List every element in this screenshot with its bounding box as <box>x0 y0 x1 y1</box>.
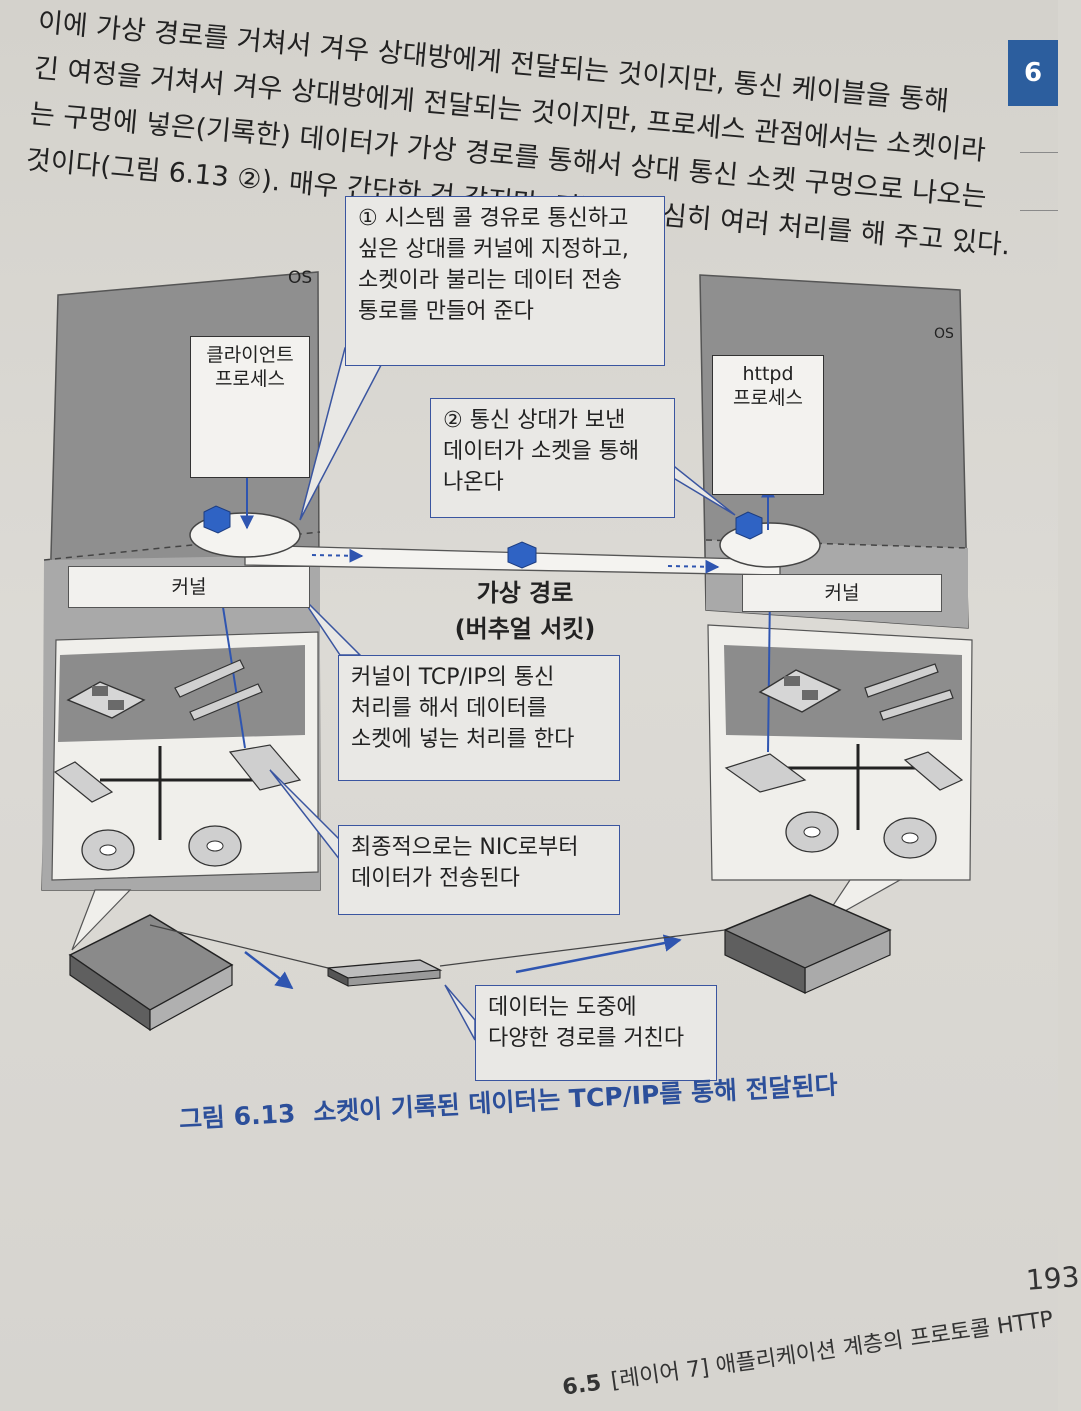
callout-line: ② 통신 상대가 보낸 <box>443 408 626 433</box>
footer-section: 6.5 <box>560 1370 603 1401</box>
tab-divider <box>1020 210 1058 211</box>
server-process-box: httpd 프로세스 <box>712 355 824 495</box>
cable <box>439 929 726 967</box>
callout-line: 데이터가 소켓을 통해 <box>443 439 640 464</box>
client-process-box: 클라이언트 프로세스 <box>190 336 310 478</box>
os-label: OS <box>288 268 313 288</box>
callout-line: 커널이 TCP/IP의 통신 <box>351 665 555 690</box>
os-label: OS <box>934 326 954 342</box>
callout-line: 나온다 <box>443 470 504 495</box>
flow-arrow <box>515 934 682 974</box>
callout-line: 최종적으로는 NIC로부터 <box>351 835 579 860</box>
callout-line: 처리를 해서 데이터를 <box>351 696 548 721</box>
callout-line: 데이터는 도중에 <box>488 995 637 1020</box>
right-socket <box>719 522 821 568</box>
virtual-path-label: 가상 경로 (버추얼 서킷) <box>430 575 620 647</box>
callout-pointer <box>444 984 476 1041</box>
callout-kernel-tcpip: 커널이 TCP/IP의 통신 처리를 해서 데이터를 소켓에 넣는 처리를 한다 <box>338 655 620 781</box>
client-process-label: 프로세스 <box>215 368 285 390</box>
callout-line: 통로를 만들어 준다 <box>358 299 534 324</box>
client-process-label: 클라이언트 <box>206 344 294 366</box>
right-hardware <box>724 663 964 859</box>
tab-divider <box>1020 152 1058 153</box>
callout-line: 데이터가 전송된다 <box>351 866 520 891</box>
callout-line: 소켓에 넣는 처리를 한다 <box>351 727 575 752</box>
callout-route: 데이터는 도중에 다양한 경로를 거친다 <box>475 985 717 1081</box>
network-switch-icon <box>325 959 443 987</box>
left-kernel-label: 커널 <box>68 566 310 608</box>
virtual-path-title: 가상 경로 <box>476 579 574 607</box>
callout-nic: 최종적으로는 NIC로부터 데이터가 전송된다 <box>338 825 620 915</box>
figure-number: 그림 6.13 <box>178 1098 297 1134</box>
callout-line: 다양한 경로를 거친다 <box>488 1026 685 1051</box>
flow-arrow <box>244 951 294 990</box>
callout-line: 싶은 상대를 커널에 지정하고, <box>358 237 629 262</box>
right-kernel-label: 커널 <box>742 574 942 612</box>
callout-line: ① 시스템 콜 경유로 통신하고 <box>358 206 629 231</box>
virtual-path-subtitle: (버추얼 서킷) <box>454 615 596 643</box>
page-number: 193 <box>1024 1260 1081 1297</box>
cable <box>149 924 329 969</box>
callout-system-call: ① 시스템 콜 경유로 통신하고 싶은 상대를 커널에 지정하고, 소켓이라 불… <box>345 196 665 366</box>
server-process-label: httpd <box>742 363 794 385</box>
flow-arrow <box>762 588 777 753</box>
right-computer-icon <box>723 894 892 994</box>
server-process-label: 프로세스 <box>733 387 803 409</box>
callout-line: 소켓이라 불리는 데이터 전송 <box>358 268 622 293</box>
callout-data-arrives: ② 통신 상대가 보낸 데이터가 소켓을 통해 나온다 <box>430 398 675 518</box>
left-hardware <box>53 659 302 871</box>
data-cube-icon <box>203 505 763 569</box>
chapter-tab: 6 <box>1008 40 1058 106</box>
left-computer-icon <box>68 914 234 1032</box>
panel-tail <box>71 889 132 951</box>
